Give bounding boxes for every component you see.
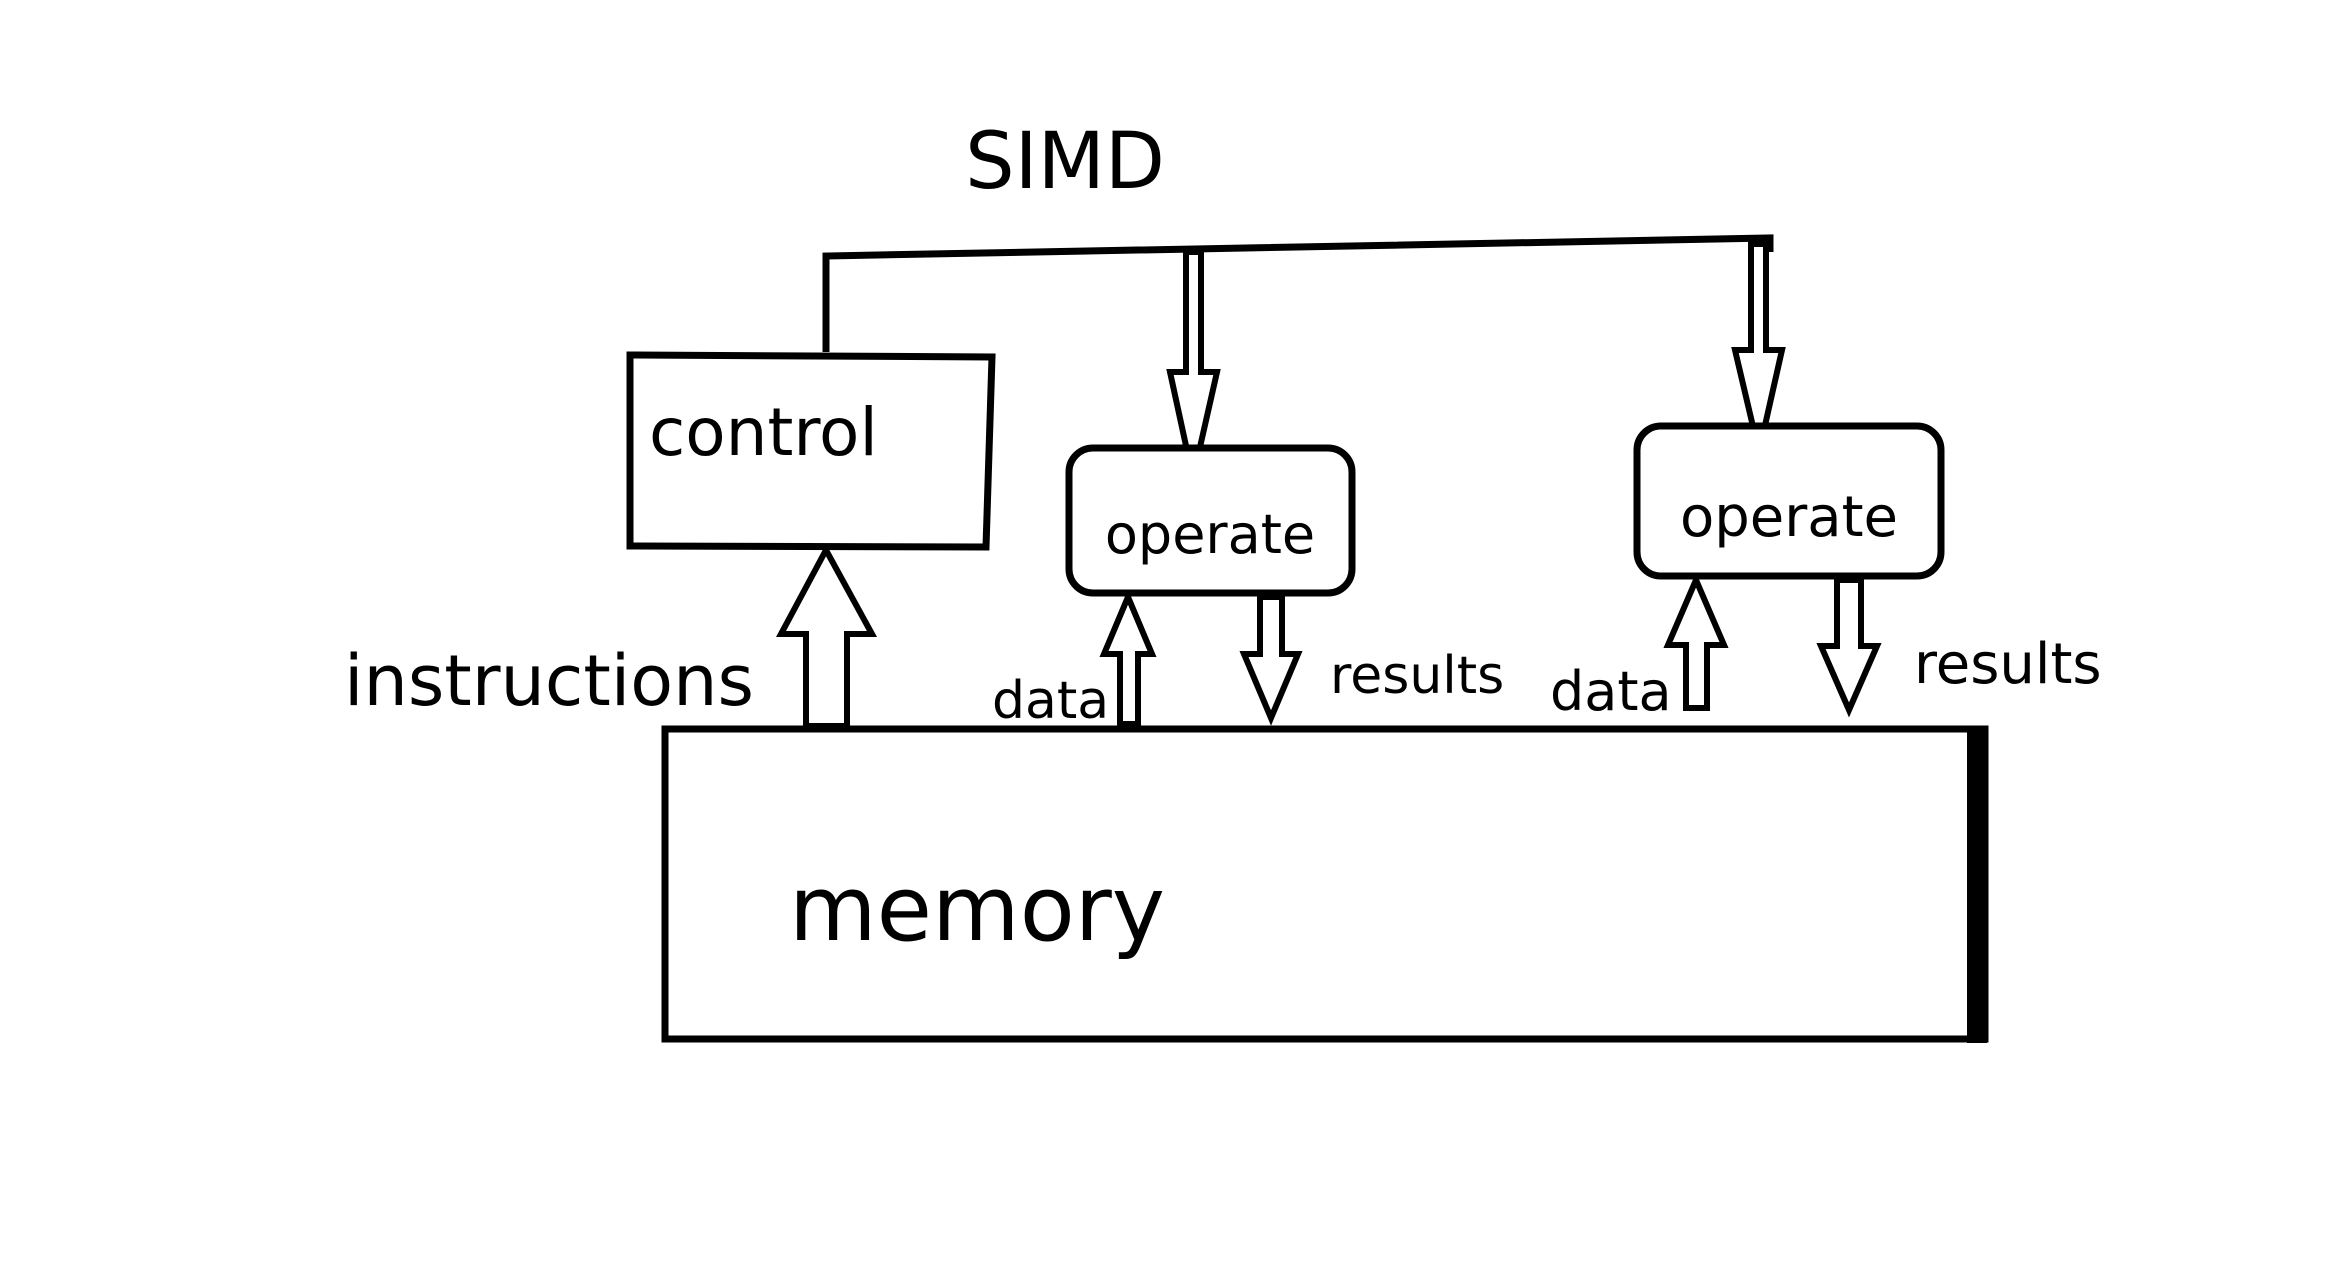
memory-box-shadow — [1967, 729, 1987, 1043]
memory-label: memory — [789, 857, 1165, 962]
memory-box — [661, 725, 1989, 1043]
operate-box-1 — [1065, 444, 1356, 597]
results-arrow-1 — [1239, 594, 1303, 726]
control-label: control — [649, 394, 878, 471]
control-bus — [822, 234, 1774, 352]
operate-unit-2: operate — [1633, 422, 1945, 580]
data-label-2: data — [1550, 660, 1672, 723]
operate-unit-1: operate — [1065, 444, 1356, 597]
results-label-2: results — [1914, 632, 2102, 697]
operate-label-1: operate — [1105, 503, 1315, 566]
operate-label-2: operate — [1680, 485, 1898, 550]
diagram-title: SIMD — [965, 117, 1165, 207]
memory-unit: memory — [661, 725, 1989, 1043]
instructions-label: instructions — [344, 640, 754, 722]
operate-box-2 — [1633, 422, 1945, 580]
broadcast-arrow-1 — [1166, 249, 1221, 479]
results-arrow-2 — [1816, 577, 1882, 718]
data-arrow-1 — [1099, 589, 1157, 727]
control-unit: control — [626, 351, 996, 551]
results-label-1: results — [1330, 646, 1504, 706]
instructions-arrow — [775, 543, 878, 729]
data-label-1: data — [992, 671, 1109, 731]
data-arrow-2 — [1663, 572, 1729, 711]
control-box — [626, 351, 996, 551]
broadcast-arrow-2 — [1731, 241, 1786, 453]
